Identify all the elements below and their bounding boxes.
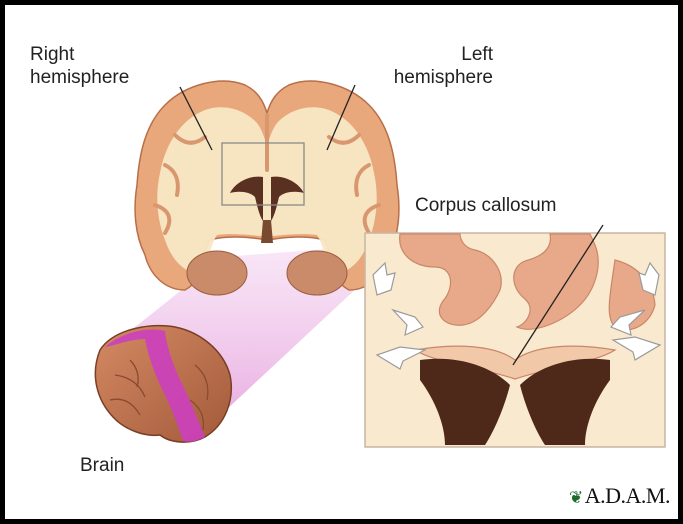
diagram-frame: Right hemisphere Left hemisphere Corpus … [5, 5, 678, 519]
adam-logo: ❦A.D.A.M. [569, 483, 670, 509]
logo-text: A.D.A.M. [585, 483, 670, 508]
label-line: Right [30, 43, 129, 66]
inset-detail [365, 233, 665, 447]
third-ventricle [261, 220, 273, 243]
right-cerebellum-lobe [287, 251, 347, 295]
label-line: Left [394, 43, 493, 66]
label-line: hemisphere [30, 66, 129, 89]
label-corpus-callosum: Corpus callosum [415, 194, 557, 217]
label-right-hemisphere: Right hemisphere [30, 43, 129, 89]
left-cerebellum-lobe [187, 251, 247, 295]
label-line: hemisphere [394, 66, 493, 89]
label-brain: Brain [80, 454, 124, 477]
label-left-hemisphere: Left hemisphere [394, 43, 493, 89]
adam-leaf-icon: ❦ [569, 488, 583, 507]
